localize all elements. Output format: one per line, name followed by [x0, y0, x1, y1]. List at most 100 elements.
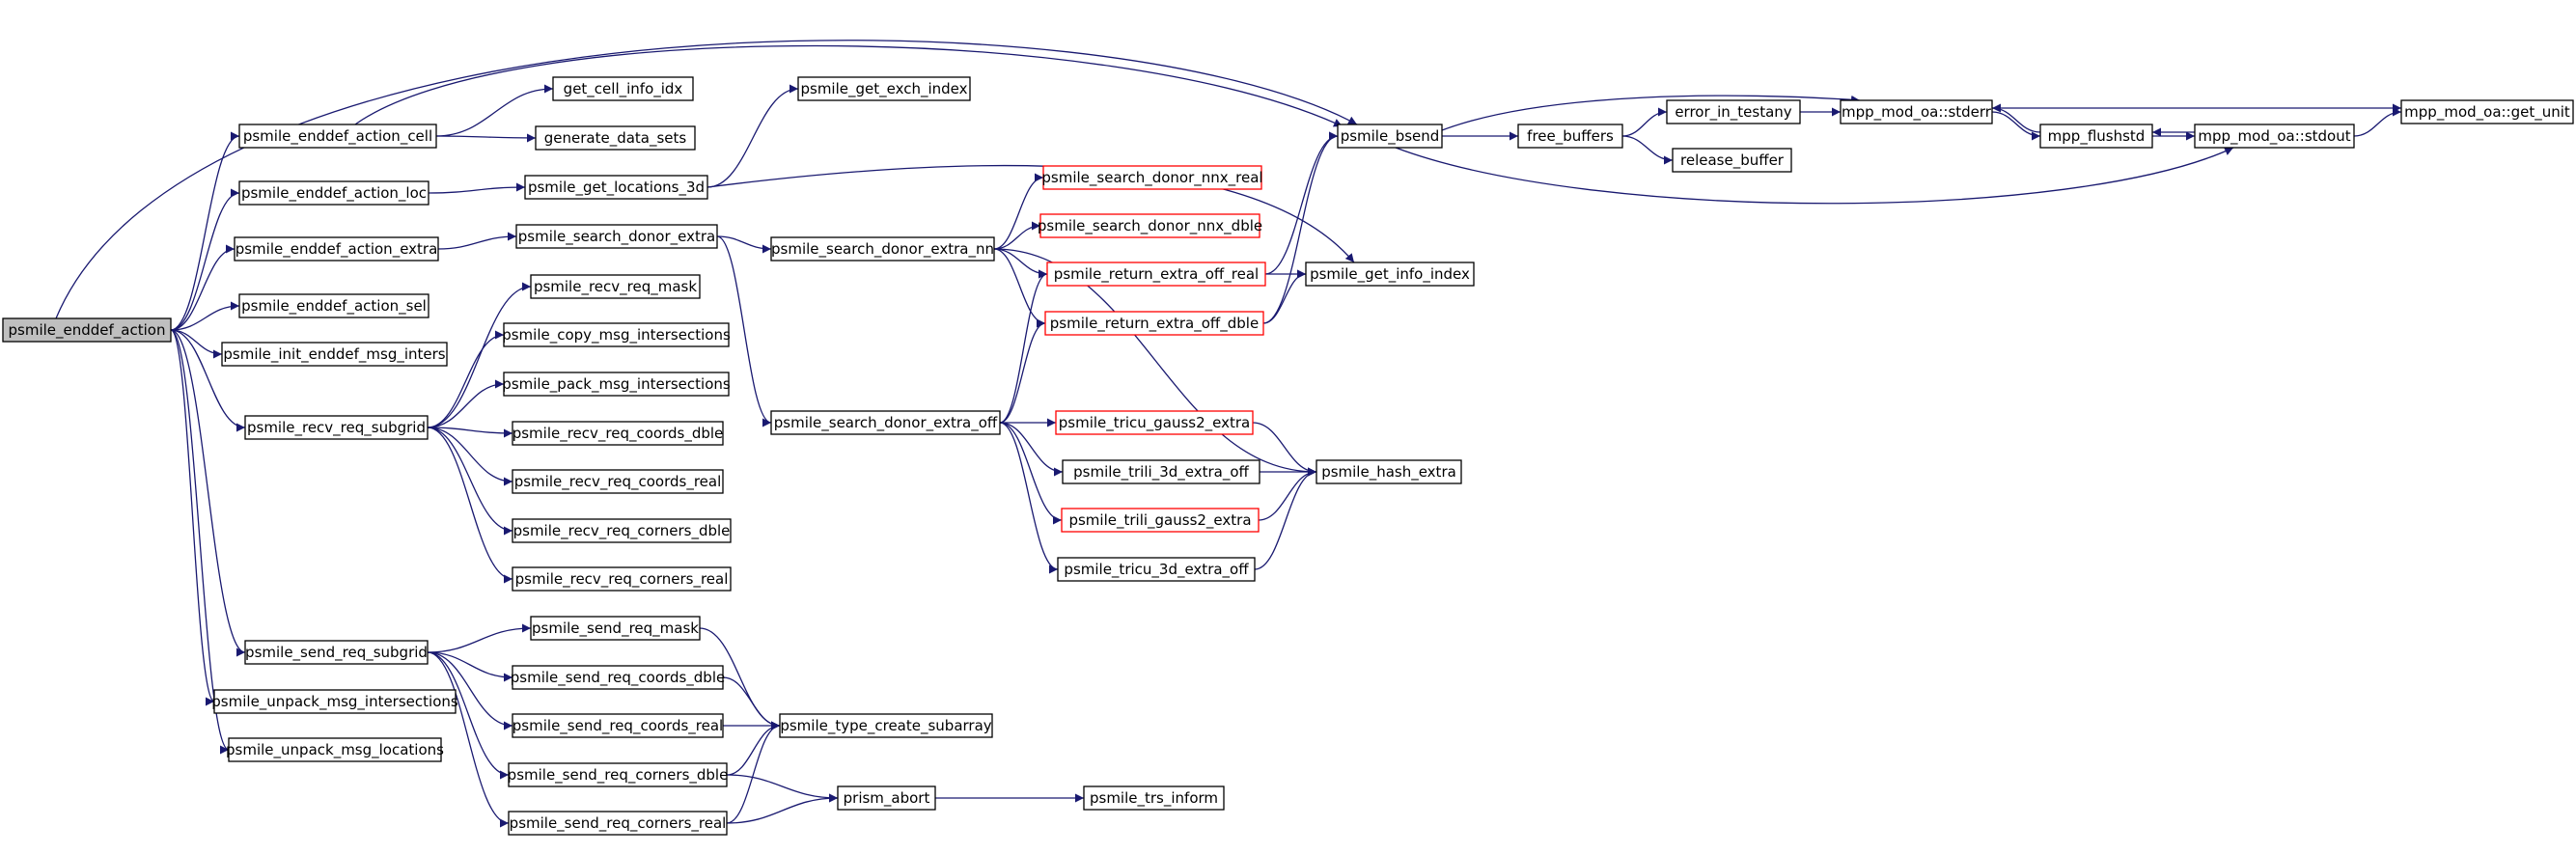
edge-sendkd-to-abort — [726, 774, 839, 803]
node-getexch[interactable]: psmile_get_exch_index — [797, 76, 971, 101]
node-box — [221, 342, 448, 367]
node-label: psmile_get_locations_3d — [528, 179, 705, 197]
node-box — [1055, 410, 1254, 435]
node-retreal[interactable]: psmile_return_extra_off_real — [1046, 262, 1266, 287]
node-box — [1044, 311, 1264, 336]
edge-sdoff-to-retdble — [999, 318, 1046, 424]
node-loc[interactable]: psmile_enddef_action_loc — [238, 180, 429, 206]
edge-root-to-recvsub — [170, 329, 246, 432]
node-label: mpp_mod_oa::stdout — [2198, 127, 2350, 146]
node-box — [228, 737, 442, 762]
node-sendkd[interactable]: psmile_send_req_corners_dble — [508, 762, 729, 787]
node-sdnn[interactable]: psmile_search_donor_extra_nn — [770, 236, 995, 262]
node-box — [1305, 262, 1475, 287]
node-tricug2[interactable]: psmile_tricu_gauss2_extra — [1055, 410, 1254, 435]
node-sendmask[interactable]: psmile_send_req_mask — [530, 616, 701, 641]
node-label: psmile_recv_req_mask — [534, 278, 697, 296]
node-gendata[interactable]: generate_data_sets — [535, 125, 696, 151]
node-unpackint[interactable]: psmile_unpack_msg_intersections — [211, 689, 458, 714]
node-tricu3d[interactable]: psmile_tricu_3d_extra_off — [1057, 557, 1256, 582]
node-sendkr[interactable]: psmile_send_req_corners_real — [508, 811, 728, 836]
node-box — [770, 410, 1001, 435]
node-retdble[interactable]: psmile_return_extra_off_dble — [1044, 311, 1264, 336]
node-sendcd[interactable]: psmile_send_req_coords_dble — [511, 665, 725, 690]
node-label: psmile_pack_msg_intersections — [502, 375, 731, 394]
node-getloc3d[interactable]: psmile_get_locations_3d — [524, 175, 708, 200]
node-label: psmile_trili_3d_extra_off — [1073, 463, 1249, 482]
node-getinfo[interactable]: psmile_get_info_index — [1305, 262, 1475, 287]
edge-root-to-extra — [170, 244, 235, 331]
node-box — [1046, 262, 1266, 287]
node-recvkr[interactable]: psmile_recv_req_corners_real — [512, 566, 732, 592]
edge-sendkr-to-abort — [726, 793, 839, 824]
node-box — [1083, 785, 1225, 811]
edge-sdoff-to-tricu3d — [999, 422, 1059, 574]
node-errtest[interactable]: error_in_testany — [1666, 99, 1801, 124]
node-cell[interactable]: psmile_enddef_action_cell — [238, 124, 437, 149]
node-getunit[interactable]: mpp_mod_oa::get_unit — [2400, 99, 2574, 124]
node-sendsub[interactable]: psmile_send_req_subgrid — [244, 640, 429, 665]
edge-loc-to-getloc3d — [428, 182, 526, 194]
node-label: psmile_enddef_action_extra — [235, 240, 438, 259]
edge-sdnn-to-hash — [993, 248, 1317, 477]
node-bsend[interactable]: psmile_bsend — [1337, 124, 1443, 149]
node-copymsg[interactable]: psmile_copy_msg_intersections — [502, 322, 731, 347]
node-sendcr[interactable]: psmile_send_req_coords_real — [512, 713, 724, 738]
node-relbuf[interactable]: release_buffer — [1672, 148, 1792, 173]
edge-recvsub-to-packmsg — [427, 379, 505, 428]
edge-root-to-loc — [170, 188, 240, 331]
node-label: psmile_enddef_action_cell — [243, 127, 432, 146]
edge-sendsub-to-sendcr — [427, 651, 513, 730]
node-unpackloc[interactable]: psmile_unpack_msg_locations — [226, 737, 444, 762]
node-sdextra[interactable]: psmile_search_donor_extra — [515, 224, 718, 249]
node-sdoff[interactable]: psmile_search_donor_extra_off — [770, 410, 1001, 435]
node-box — [530, 616, 701, 641]
node-stdout[interactable]: mpp_mod_oa::stdout — [2194, 124, 2355, 149]
node-typesub[interactable]: psmile_type_create_subarray — [779, 713, 993, 738]
edge-tricug2-to-hash — [1252, 422, 1317, 477]
edge-bsend-to-stderr — [1441, 95, 1861, 131]
node-recvkd[interactable]: psmile_recv_req_corners_dble — [512, 518, 732, 543]
node-init[interactable]: psmile_init_enddef_msg_inters — [221, 342, 448, 367]
node-recvsub[interactable]: psmile_recv_req_subgrid — [244, 415, 429, 440]
node-label: psmile_trili_gauss2_extra — [1068, 511, 1251, 530]
node-box — [779, 713, 993, 738]
node-recvmask[interactable]: psmile_recv_req_mask — [530, 274, 701, 299]
edge-recvsub-to-recvcd — [427, 427, 513, 438]
node-extra[interactable]: psmile_enddef_action_extra — [234, 236, 439, 262]
edge-root-to-bsend — [55, 40, 1358, 319]
node-label: psmile_search_donor_extra_nn — [771, 240, 994, 259]
node-box — [524, 175, 708, 200]
node-layer: psmile_enddef_actionpsmile_enddef_action… — [2, 76, 2574, 836]
edge-sdoff-to-trilig2 — [999, 422, 1063, 525]
node-recvcr[interactable]: psmile_recv_req_coords_real — [512, 469, 724, 494]
node-box — [1062, 459, 1260, 484]
node-trilig2[interactable]: psmile_trili_gauss2_extra — [1061, 508, 1260, 533]
node-box — [2039, 124, 2153, 149]
node-nnxreal[interactable]: psmile_search_donor_nnx_real — [1041, 165, 1263, 190]
node-label: mpp_flushstd — [2048, 127, 2146, 146]
node-trs[interactable]: psmile_trs_inform — [1083, 785, 1225, 811]
edge-cell-to-gendata — [435, 133, 537, 143]
node-label: psmile_copy_msg_intersections — [502, 326, 731, 344]
node-flush[interactable]: mpp_flushstd — [2039, 124, 2153, 149]
node-getcell[interactable]: get_cell_info_idx — [552, 76, 694, 101]
node-nnxdble[interactable]: psmile_search_donor_nnx_dble — [1038, 213, 1262, 238]
node-recvcd[interactable]: psmile_recv_req_coords_dble — [512, 421, 724, 446]
edge-retreal-to-bsend — [1264, 131, 1339, 275]
node-box — [797, 76, 971, 101]
node-label: release_buffer — [1680, 152, 1785, 170]
edge-recvsub-to-copymsg — [427, 330, 505, 428]
edge-trilig2-to-hash — [1258, 467, 1317, 521]
node-box — [512, 665, 724, 690]
node-sel[interactable]: psmile_enddef_action_sel — [238, 293, 429, 318]
node-label: psmile_return_extra_off_real — [1054, 265, 1259, 284]
node-packmsg[interactable]: psmile_pack_msg_intersections — [502, 372, 731, 397]
node-hash[interactable]: psmile_hash_extra — [1316, 459, 1462, 484]
edge-cell-to-bsend — [354, 44, 1343, 127]
node-freebuf[interactable]: free_buffers — [1517, 124, 1623, 149]
node-stderr[interactable]: mpp_mod_oa::stderr — [1840, 99, 1993, 124]
node-trili3d[interactable]: psmile_trili_3d_extra_off — [1062, 459, 1260, 484]
node-abort[interactable]: prism_abort — [837, 785, 936, 811]
node-box — [503, 322, 730, 347]
